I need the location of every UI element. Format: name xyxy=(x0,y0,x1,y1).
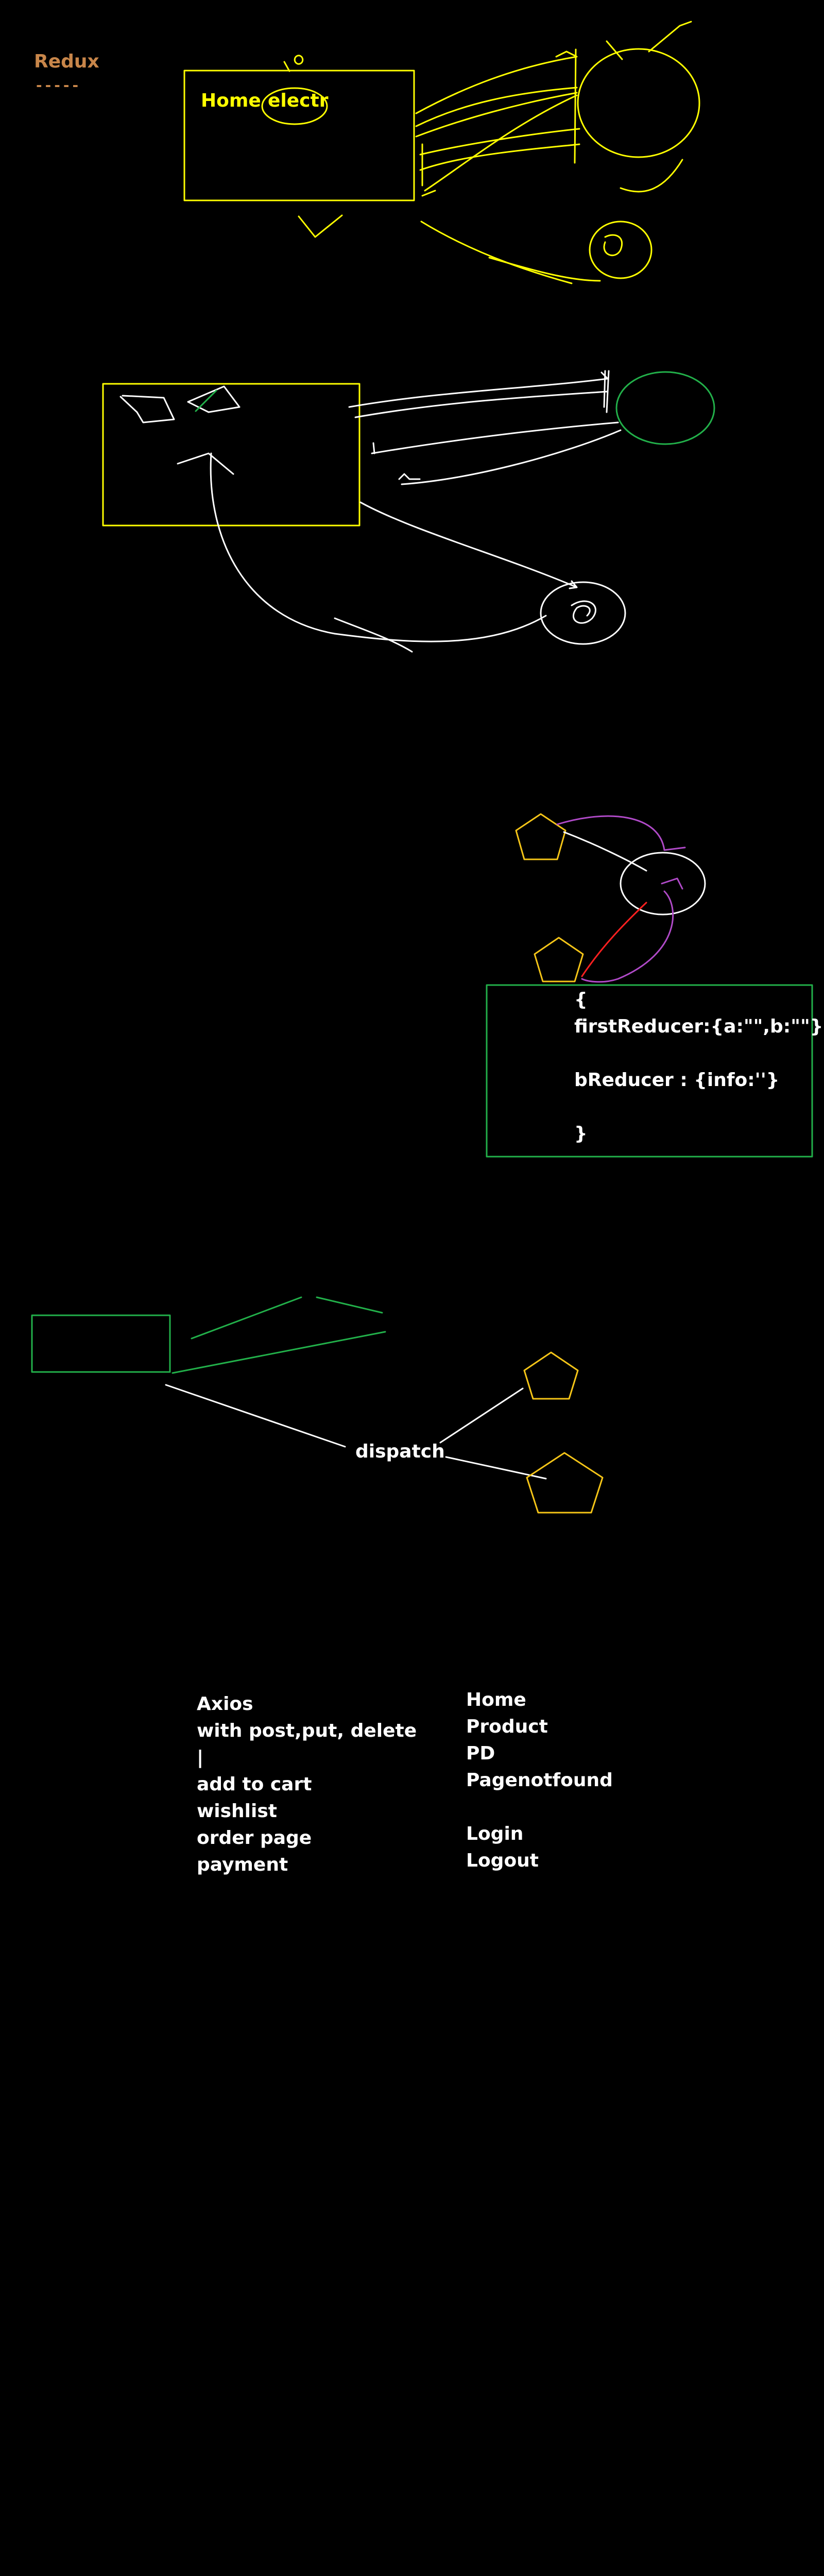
purple-arc xyxy=(556,815,686,983)
chevron-mark xyxy=(298,214,343,238)
flow-line-5 xyxy=(419,143,580,171)
scribble-3 xyxy=(177,452,234,475)
scribble-4 xyxy=(210,452,547,642)
flow-line-2 xyxy=(415,87,578,127)
flow-2-6 xyxy=(398,473,421,480)
sketch-4 xyxy=(31,1296,604,1514)
store-spike-right xyxy=(648,21,692,53)
note-item: wishlist xyxy=(197,1801,277,1822)
flow-2-7 xyxy=(359,501,578,589)
dispatch-to-action-1 xyxy=(439,1387,524,1444)
component-box-2 xyxy=(102,383,360,527)
code-block: { firstReducer:{a:"",b:""}, bReducer : {… xyxy=(574,987,824,1147)
component-to-store xyxy=(563,831,647,872)
flow-2-4 xyxy=(372,442,375,454)
store-tail xyxy=(620,159,683,193)
note-item: Axios xyxy=(197,1693,253,1715)
note-item: PD xyxy=(466,1743,495,1764)
store-spike-left xyxy=(606,40,623,60)
flow-line-3 xyxy=(415,92,578,138)
flow-2-2 xyxy=(354,391,609,418)
pentagon-component-1 xyxy=(515,813,566,860)
code-line: { xyxy=(574,989,588,1010)
note-item: Logout xyxy=(466,1850,539,1871)
sketch-label-electr: electr xyxy=(268,90,329,111)
green-line-2 xyxy=(316,1296,383,1314)
page-title: Redux xyxy=(34,51,99,72)
electr-circle xyxy=(261,87,328,125)
target-spiral xyxy=(603,234,623,257)
dispatch-to-action-2 xyxy=(445,1456,547,1480)
title-underline: ----- xyxy=(36,77,82,94)
flow-line-8 xyxy=(420,221,573,284)
view-box xyxy=(31,1314,171,1373)
bracket-2 xyxy=(603,370,610,413)
target-circle xyxy=(589,221,653,279)
view-to-dispatch xyxy=(165,1384,346,1448)
green-line-1 xyxy=(191,1296,302,1340)
code-line xyxy=(574,1094,824,1121)
pentagon-component-2 xyxy=(534,937,584,982)
store-ellipse xyxy=(620,852,706,916)
scribble-2 xyxy=(187,385,241,413)
note-item xyxy=(466,1794,613,1821)
small-loop xyxy=(294,55,304,65)
sketch-3 xyxy=(486,813,813,1158)
green-check xyxy=(195,389,217,412)
flow-line-6 xyxy=(424,94,578,192)
bracket xyxy=(421,48,577,187)
target-ellipse xyxy=(540,581,626,645)
flow-line-1 xyxy=(415,50,578,114)
sketch-1 xyxy=(183,21,700,284)
small-mark xyxy=(283,61,290,72)
scribble-1 xyxy=(119,395,175,423)
flow-2-5 xyxy=(401,429,622,485)
code-line: firstReducer:{a:"",b:""}, xyxy=(574,1016,824,1037)
note-item: Product xyxy=(466,1716,548,1737)
notes-right: Home Product PD Pagenotfound Login Logou… xyxy=(466,1687,613,1874)
component-box xyxy=(183,70,415,201)
store-ellipse-green xyxy=(615,371,715,445)
sketch-label-home: Home xyxy=(201,90,261,111)
note-item: payment xyxy=(197,1854,288,1875)
dispatch-label: dispatch xyxy=(355,1441,445,1462)
green-line-3 xyxy=(171,1331,386,1374)
pentagon-action-2 xyxy=(526,1452,604,1514)
code-line: } xyxy=(574,1123,588,1144)
notes-left: Axios with post,put, delete | add to car… xyxy=(197,1691,417,1878)
note-item: order page xyxy=(197,1827,312,1849)
purple-mark xyxy=(661,877,683,890)
flow-line-4 xyxy=(419,128,580,156)
note-item: Login xyxy=(466,1823,524,1844)
code-box xyxy=(486,984,813,1158)
note-item: Pagenotfound xyxy=(466,1770,613,1791)
note-item: add to cart xyxy=(197,1774,312,1795)
note-item: with post,put, delete xyxy=(197,1720,417,1741)
sketch-2 xyxy=(102,370,715,653)
red-dispatch-line xyxy=(581,902,647,977)
note-item: Home xyxy=(466,1689,526,1710)
scribble-5 xyxy=(334,617,413,653)
store-circle xyxy=(577,48,700,158)
flow-line-9 xyxy=(488,257,601,282)
flow-2-1 xyxy=(348,371,609,408)
code-line: bReducer : {info:''} xyxy=(574,1070,780,1091)
note-item: | xyxy=(197,1747,204,1768)
target-spiral-2 xyxy=(571,600,596,624)
code-line xyxy=(574,1040,824,1067)
pentagon-action-1 xyxy=(523,1351,579,1400)
flow-line-7 xyxy=(421,190,436,197)
flow-2-3 xyxy=(371,421,619,454)
